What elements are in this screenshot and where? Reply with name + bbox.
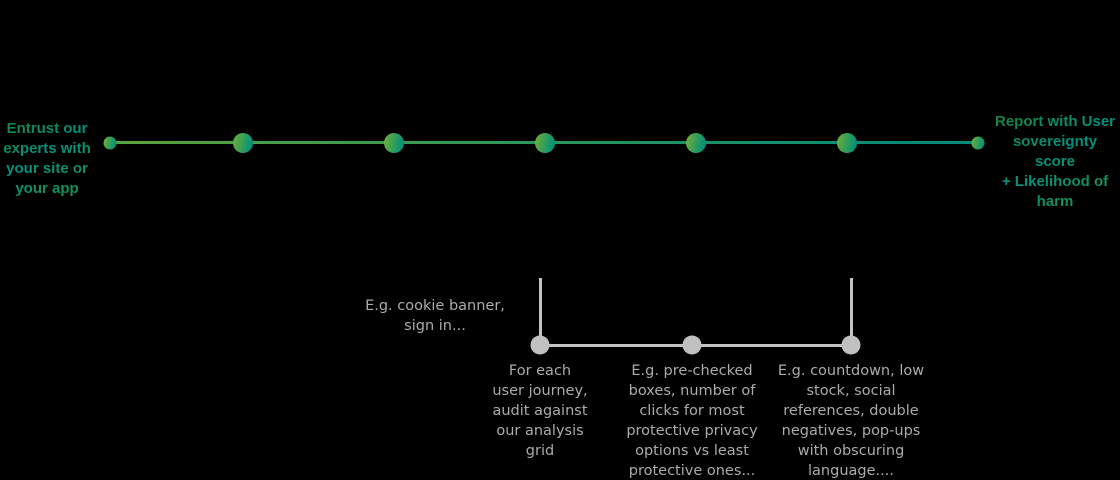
timeline-milestone-dot: [384, 133, 404, 153]
timeline-end-label: Report with User sovereignty score + Lik…: [994, 113, 1115, 210]
timeline-end-dot: [971, 136, 985, 150]
timeline-milestone-dot: [535, 133, 555, 153]
timeline-start-dot: [103, 136, 117, 150]
audit-dot: [530, 335, 550, 355]
audit-dot: [682, 335, 702, 355]
audit-connector-left: [538, 278, 542, 345]
audit-item-label: E.g. pre-checked boxes, number of clicks…: [626, 363, 758, 479]
audit-item-label: For each user journey, audit against our…: [492, 363, 588, 459]
audit-connector-right: [849, 278, 853, 345]
audit-dot: [841, 335, 861, 355]
audit-item-label: E.g. countdown, low stock, social refere…: [777, 363, 925, 479]
timeline-milestone-dot: [686, 133, 706, 153]
timeline-milestone-dot: [233, 133, 253, 153]
timeline-start-label: Entrust our experts with your site or yo…: [0, 119, 97, 199]
audit-note: E.g. cookie banner, sign in...: [365, 298, 505, 334]
timeline-milestone-dot: [837, 133, 857, 153]
